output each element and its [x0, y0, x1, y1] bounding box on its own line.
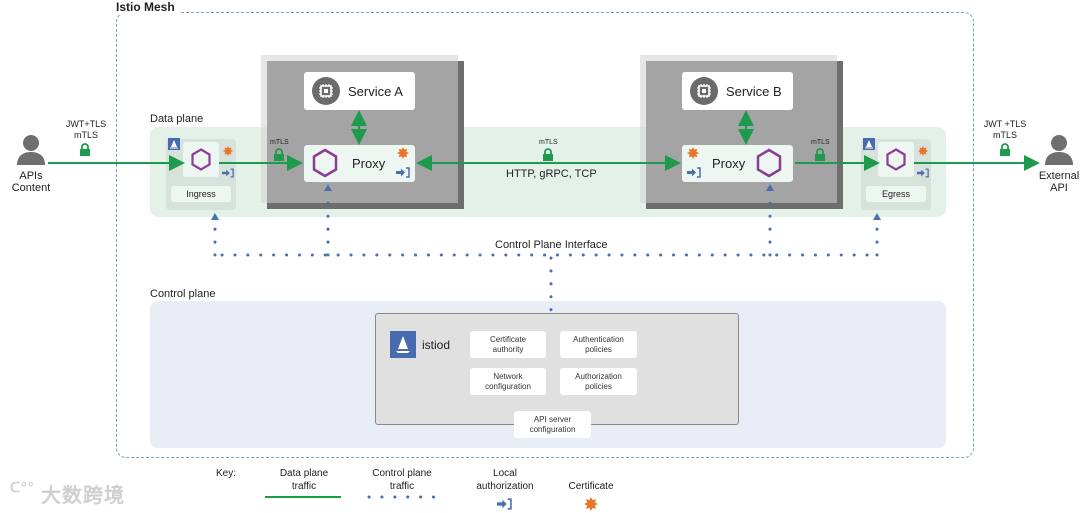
watermark-text: 大数跨境 — [40, 485, 125, 507]
card-line: configuration — [485, 381, 531, 391]
ingress-label: Ingress — [171, 186, 231, 202]
ingress-proxy — [183, 142, 219, 177]
local-authorization-icon — [222, 168, 234, 178]
control-plane-interface-label: Control Plane Interface — [495, 239, 608, 251]
key-data-plane-traffic: Data plane traffic — [266, 467, 342, 493]
istio-mesh-title: Istio Mesh — [116, 0, 179, 14]
label-line: mTLS — [992, 130, 1017, 140]
service-a-name: Service A — [348, 83, 403, 99]
local-authorization-icon — [396, 167, 410, 178]
card-line: Authentication — [573, 334, 624, 344]
istio-logo-icon — [168, 138, 180, 150]
service-a-box[interactable]: Service A — [304, 72, 415, 110]
key-control-plane-traffic: Control plane traffic — [362, 467, 442, 493]
service-b-name: Service B — [726, 83, 782, 99]
local-authorization-icon — [497, 498, 512, 510]
lock-icon — [543, 148, 553, 161]
key-local-authorization: Local authorization — [465, 467, 545, 493]
label-line: JWT+TLS — [65, 119, 107, 129]
egress-gateway[interactable]: Egress — [861, 138, 931, 210]
key-line: Local — [493, 468, 517, 479]
service-a-proxy-label: Proxy — [352, 156, 386, 171]
label-line: JWT +TLS — [983, 119, 1027, 129]
mtls-label: mTLS — [270, 139, 289, 146]
label-line: External — [1038, 170, 1080, 182]
certificate-icon — [397, 147, 409, 159]
egress-control-arrow — [873, 213, 881, 220]
key-line: traffic — [291, 481, 317, 492]
chip-icon — [690, 77, 718, 105]
local-authorization-icon — [917, 168, 929, 178]
key-line: authorization — [476, 481, 534, 492]
label-line: mTLS — [73, 130, 98, 140]
lock-icon — [815, 148, 825, 161]
card-line: authority — [492, 344, 524, 354]
certificate-icon — [584, 497, 598, 511]
key-line: Control plane — [372, 468, 432, 479]
watermark-logo-icon: ᑕ°° — [10, 479, 35, 495]
lock-icon — [1000, 143, 1010, 156]
local-authorization-icon — [687, 167, 701, 178]
lock-icon — [274, 148, 284, 161]
key-line: Data plane — [279, 468, 329, 479]
istio-mesh-boundary — [116, 12, 974, 458]
card-line: configuration — [529, 424, 576, 434]
certificate-icon — [918, 146, 928, 156]
proxy-hexagon-icon — [312, 148, 338, 178]
proxy-hexagon-icon — [756, 148, 782, 178]
certificate-icon — [223, 146, 233, 156]
key-title: Key: — [216, 468, 237, 479]
proxy-hexagon-icon — [886, 148, 906, 171]
istio-logo-icon — [390, 331, 416, 358]
protocols-label: HTTP, gRPC, TCP — [506, 168, 597, 180]
mtls-label: mTLS — [811, 139, 830, 146]
card-line: Certificate — [489, 334, 526, 344]
chip-icon — [312, 77, 340, 105]
user-icon — [17, 135, 45, 165]
proxy-hexagon-icon — [191, 148, 211, 171]
certificate-icon — [687, 147, 699, 159]
ingress-control-arrow — [211, 213, 219, 220]
key-certificate: Certificate — [568, 481, 614, 492]
label-line: APIs — [19, 170, 43, 182]
card-line: policies — [585, 381, 612, 391]
ingress-gateway[interactable]: Ingress — [166, 138, 236, 210]
data-plane-label: Data plane — [150, 113, 204, 125]
service-b-box[interactable]: Service B — [682, 72, 793, 110]
service-b-control-arrow — [766, 184, 774, 191]
service-a-proxy[interactable]: Proxy — [304, 145, 415, 182]
egress-proxy — [878, 142, 914, 177]
istiod-label: istiod — [422, 338, 451, 352]
card-line: Network — [493, 371, 523, 381]
service-b-proxy-label: Proxy — [712, 156, 746, 171]
label-line: API — [1050, 182, 1068, 194]
key-line: traffic — [389, 481, 415, 492]
egress-label: Egress — [866, 186, 926, 202]
mtls-label: mTLS — [539, 139, 558, 146]
service-b-proxy[interactable]: Proxy — [682, 145, 793, 182]
watermark: ᑕ°° 大数跨境 — [10, 479, 125, 508]
lock-icon — [80, 143, 90, 156]
card-line: API server — [533, 414, 572, 424]
istio-logo-icon — [863, 138, 875, 150]
control-plane-label: Control plane — [150, 288, 216, 300]
card-line: policies — [585, 344, 612, 354]
card-line: Authorization — [575, 371, 622, 381]
label-line: Content — [11, 182, 51, 194]
service-a-control-arrow — [324, 184, 332, 191]
user-icon — [1045, 135, 1073, 165]
